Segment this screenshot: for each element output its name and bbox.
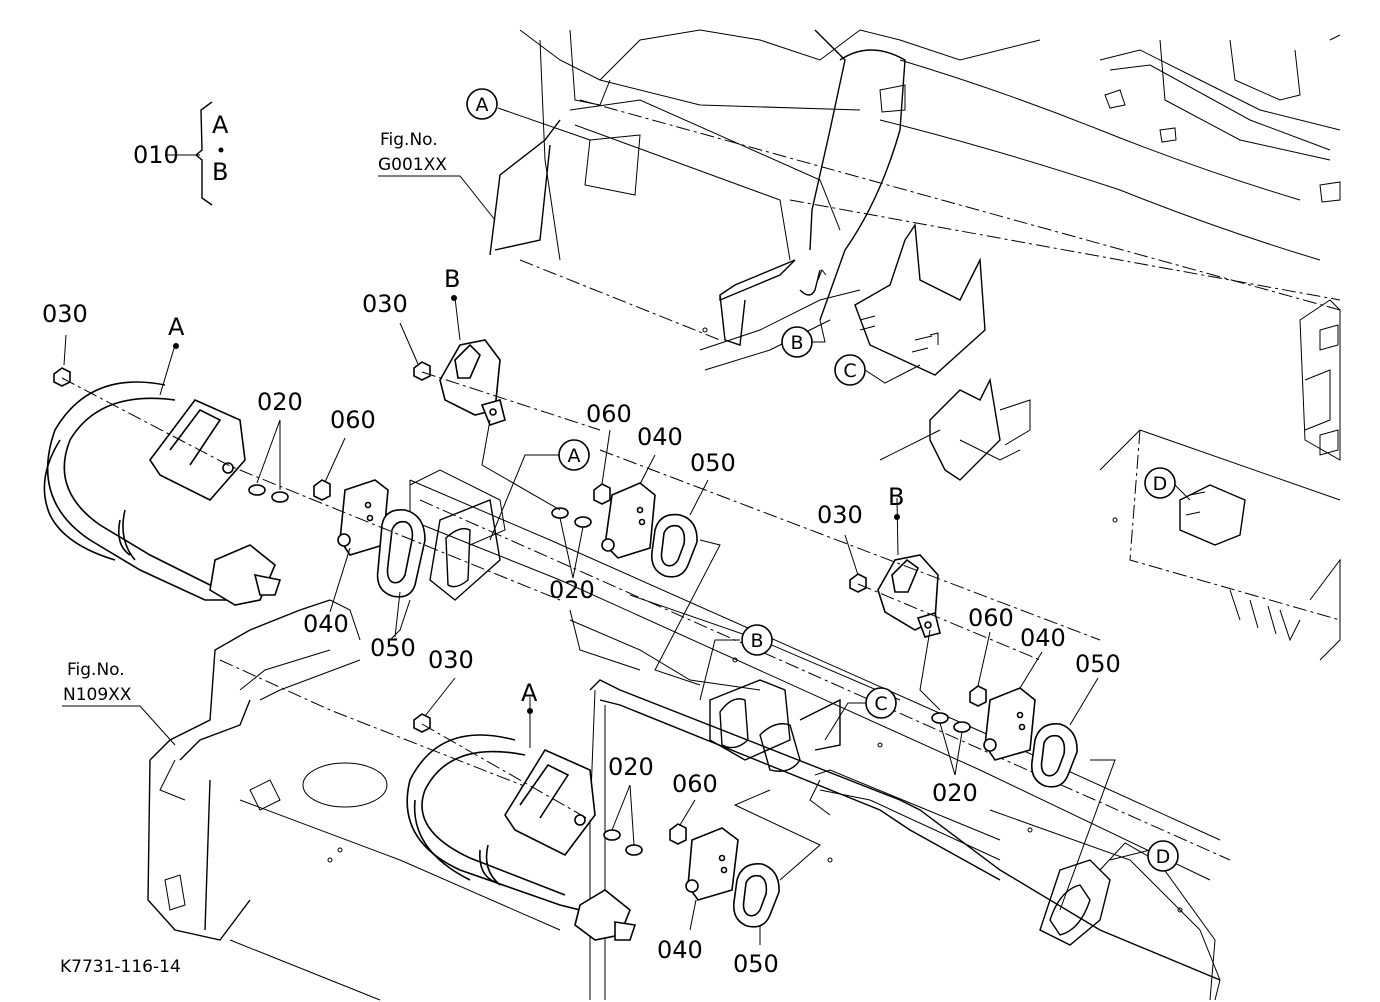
hardware-set-center (413, 361, 698, 578)
belt-markers: A B B A (168, 265, 904, 714)
fig-ref-code: N109XX (63, 685, 132, 705)
callout-label: 030 (428, 646, 474, 674)
callout-label: 050 (370, 634, 416, 662)
bracket-010: 010 A B (133, 101, 229, 206)
fig-ref-code: G001XX (378, 155, 447, 175)
belt-marker-letter: A (168, 313, 185, 341)
hardware-set-left (53, 367, 426, 598)
belt-marker-letter: A (521, 679, 538, 707)
circle-ref-letter: B (790, 332, 803, 354)
circle-ref-letter: C (843, 360, 856, 382)
fig-ref-upper: Fig.No. G001XX (378, 130, 447, 175)
callout-label: 040 (303, 610, 349, 638)
callout-label: 030 (42, 300, 88, 328)
circle-refs: A A B C D B C D (466, 88, 1179, 872)
fig-ref-caption: Fig.No. (380, 130, 438, 150)
callout-label: 040 (1020, 624, 1066, 652)
callout-label: 020 (932, 779, 978, 807)
callout-label: 040 (657, 936, 703, 964)
circle-ref-letter: D (1156, 846, 1171, 868)
fig-ref-lower: Fig.No. N109XX (63, 660, 132, 705)
circle-ref-letter: B (750, 630, 763, 652)
belt-marker-letter: B (444, 265, 460, 293)
circle-ref-letter: C (874, 693, 887, 715)
bracket-bottom-letter: B (212, 158, 228, 186)
callout-label: 030 (817, 501, 863, 529)
assembly-lines (61, 107, 1191, 945)
fig-ref-caption: Fig.No. (67, 660, 125, 680)
hardware-set-right (849, 573, 1078, 788)
seat-belt-buckle-center (439, 339, 506, 426)
seat-belt-left (43, 381, 282, 606)
callout-label: 060 (672, 770, 718, 798)
callout-label: 040 (637, 423, 683, 451)
callout-label: 020 (257, 388, 303, 416)
frame-structure (147, 29, 1341, 1001)
callout-label: 060 (330, 406, 376, 434)
callout-labels: 030 020 060 040 050 030 060 040 050 020 … (42, 290, 1121, 978)
callout-label: 020 (549, 576, 595, 604)
circle-ref-letter: A (476, 94, 489, 116)
callout-label: 050 (690, 449, 736, 477)
drawing-code: K7731-116-14 (60, 957, 181, 977)
callout-label: 050 (733, 950, 779, 978)
part-number-010: 010 (133, 141, 179, 169)
circle-ref-letter: D (1153, 473, 1168, 495)
belt-marker-letter: B (888, 483, 904, 511)
hardware-set-lower (413, 713, 780, 928)
callout-label: 060 (586, 400, 632, 428)
callout-label: 050 (1075, 650, 1121, 678)
callout-label: 030 (362, 290, 408, 318)
bracket-top-letter: A (212, 111, 229, 139)
circle-ref-letter: A (568, 445, 581, 467)
callout-label: 020 (608, 753, 654, 781)
seat-belt-lower (406, 734, 637, 941)
callout-label: 060 (968, 604, 1014, 632)
